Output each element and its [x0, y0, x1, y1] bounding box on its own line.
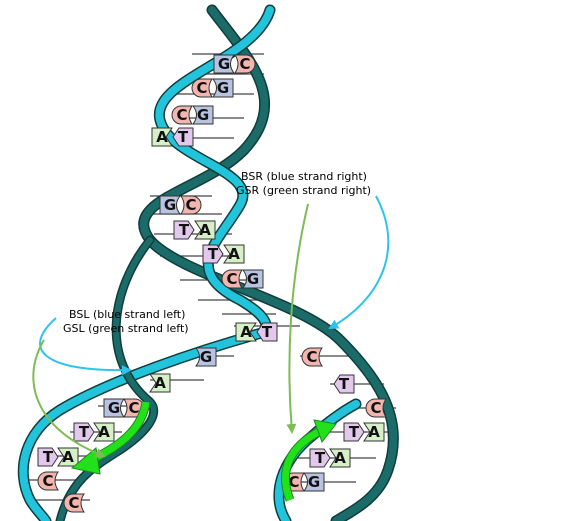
thymine-base: T [343, 422, 365, 442]
adenine-base: A [149, 373, 171, 393]
base-letter: T [315, 449, 326, 467]
thymine-base: T [73, 422, 95, 442]
gsl-label: GSL (green strand left) [63, 322, 189, 335]
cytosine-base: C [234, 54, 256, 74]
base-letter: T [178, 128, 189, 146]
base-letter: A [240, 323, 252, 341]
guanine-base: G [159, 195, 182, 215]
base-letter: C [185, 196, 196, 214]
adenine-base: A [151, 127, 173, 147]
gsl-pointer [32, 339, 106, 458]
bsl-label: BSL (blue strand left) [69, 308, 185, 321]
base-letter: G [164, 196, 176, 214]
base-letter: G [217, 79, 229, 97]
guanine-base: G [191, 105, 214, 125]
adenine-base: A [235, 322, 257, 342]
base-letter: C [196, 79, 207, 97]
base-letter: T [179, 221, 190, 239]
thymine-base: T [172, 127, 194, 147]
base-letter: C [288, 473, 299, 491]
thymine-base: T [256, 322, 278, 342]
adenine-base: A [329, 448, 351, 468]
bsr-pointer [328, 195, 390, 329]
cytosine-base: C [301, 347, 323, 367]
base-letter: A [368, 423, 380, 441]
thymine-base: T [173, 220, 195, 240]
guanine-base: G [241, 269, 264, 289]
base-letter: A [156, 128, 168, 146]
base-letter: T [79, 423, 90, 441]
adenine-base: A [93, 422, 115, 442]
base-letter: A [154, 374, 166, 392]
base-letter: C [226, 270, 237, 288]
cytosine-base: C [180, 195, 202, 215]
base-letter: A [199, 221, 211, 239]
thymine-base: T [309, 448, 331, 468]
adenine-base: A [223, 244, 245, 264]
right-replication-arrow [281, 419, 337, 502]
guanine-base: G [211, 78, 234, 98]
base-letter: G [308, 473, 320, 491]
cytosine-base: C [37, 471, 59, 491]
guanine-base: G [302, 472, 325, 492]
adenine-base: A [194, 220, 216, 240]
base-letter: T [208, 245, 219, 263]
cytosine-base: C [171, 105, 193, 125]
base-letter: T [262, 323, 273, 341]
base-letter: C [176, 106, 187, 124]
base-letter: T [43, 448, 54, 466]
base-letter: G [218, 55, 230, 73]
base-letter: C [306, 348, 317, 366]
base-letter: C [68, 494, 79, 512]
base-letter: G [197, 106, 209, 124]
cytosine-base: C [221, 269, 243, 289]
base-letter: T [349, 423, 360, 441]
base-letter: C [239, 55, 250, 73]
cytosine-base: C [63, 493, 85, 513]
base-letter: G [200, 348, 212, 366]
bsl-pointer [39, 317, 132, 376]
cytosine-base: C [365, 398, 387, 418]
dark-green-strand [138, 4, 399, 521]
base-letter: A [62, 448, 74, 466]
cytosine-base: C [191, 78, 213, 98]
gsr-pointer [286, 203, 309, 434]
base-letter: G [247, 270, 259, 288]
base-letter: A [98, 423, 110, 441]
base-letter: T [339, 375, 350, 393]
thymine-base: T [202, 244, 224, 264]
left-fork-green-strand [55, 235, 159, 521]
thymine-base: T [333, 374, 355, 394]
adenine-base: A [57, 447, 79, 467]
guanine-base: G [103, 398, 126, 418]
base-letter: C [42, 472, 53, 490]
guanine-base: G [194, 347, 217, 367]
guanine-base: G [213, 54, 236, 74]
base-letter: G [108, 399, 120, 417]
gsr-label: GSR (green strand right) [236, 184, 371, 197]
base-letter: A [334, 449, 346, 467]
thymine-base: T [37, 447, 59, 467]
base-letter: C [370, 399, 381, 417]
bsr-label: BSR (blue strand right) [241, 170, 367, 183]
base-letter: C [128, 399, 139, 417]
adenine-base: A [363, 422, 385, 442]
base-letter: A [228, 245, 240, 263]
